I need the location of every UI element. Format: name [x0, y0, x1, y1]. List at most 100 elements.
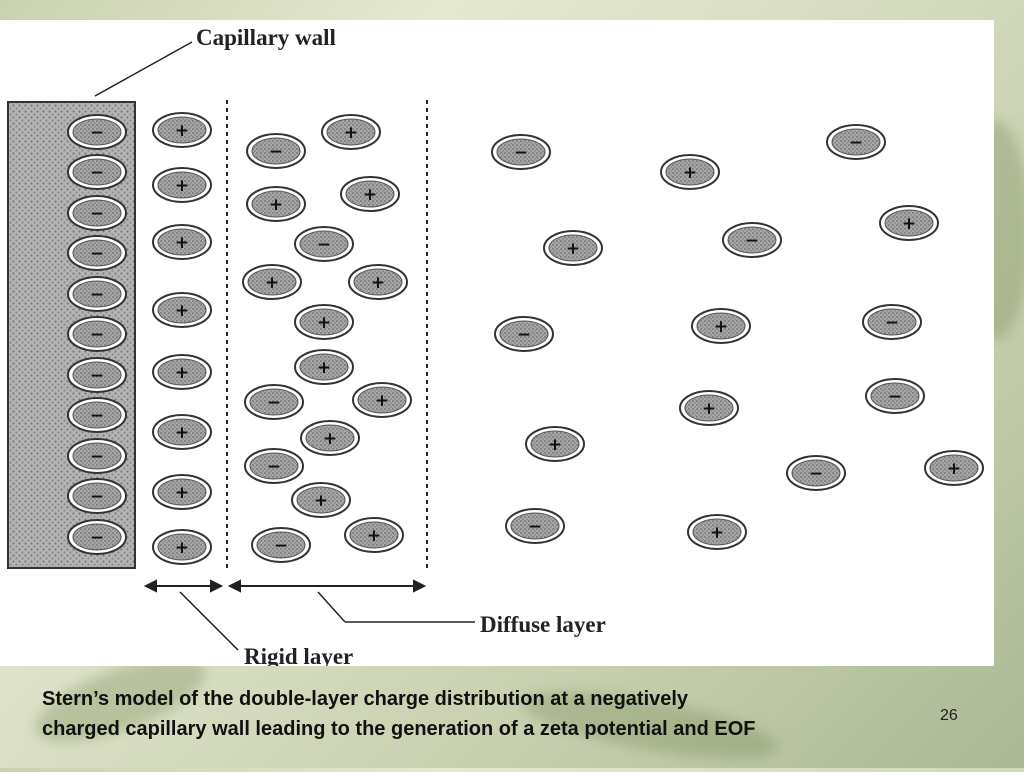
diffuse-layer-ion: − [244, 448, 304, 484]
rigid-layer-ion: + [152, 167, 212, 203]
charge-sign: + [902, 214, 916, 234]
capillary-wall-pointer [94, 41, 193, 97]
charge-sign: − [885, 313, 899, 333]
rigid-layer-ion: + [152, 112, 212, 148]
charge-sign: − [317, 235, 331, 255]
charge-sign: + [175, 423, 189, 443]
charge-sign: + [175, 233, 189, 253]
slide-number: 26 [940, 707, 958, 724]
charge-sign: + [683, 163, 697, 183]
bulk-ion: − [722, 222, 782, 258]
diffuse-layer-ion: + [242, 264, 302, 300]
charge-sign: + [175, 301, 189, 321]
charge-sign: + [566, 239, 580, 259]
charge-sign: + [947, 459, 961, 479]
charge-sign: − [517, 325, 531, 345]
wall-negative-charge: − [67, 276, 127, 312]
caption-line-1: Stern’s model of the double-layer charge… [42, 688, 689, 710]
wall-negative-charge: − [67, 114, 127, 150]
bulk-ion: + [687, 514, 747, 550]
charge-sign: + [344, 123, 358, 143]
charge-sign: + [317, 358, 331, 378]
bulk-ion: − [505, 508, 565, 544]
charge-sign: − [90, 366, 104, 386]
wall-negative-charge: − [67, 357, 127, 393]
rigid-layer-ion: + [152, 414, 212, 450]
charge-sign: − [90, 163, 104, 183]
bulk-ion: + [879, 205, 939, 241]
bulk-ion: − [826, 124, 886, 160]
bulk-ion: − [491, 134, 551, 170]
bulk-ion: − [865, 378, 925, 414]
diffuse-layer-ion: − [251, 527, 311, 563]
charge-sign: − [745, 231, 759, 251]
bulk-ion: + [691, 308, 751, 344]
charge-sign: − [90, 487, 104, 507]
charge-sign: − [809, 464, 823, 484]
charge-sign: + [702, 399, 716, 419]
charge-sign: + [314, 491, 328, 511]
wall-negative-charge: − [67, 519, 127, 555]
charge-sign: + [175, 538, 189, 558]
diffuse-layer-ion: + [300, 420, 360, 456]
charge-sign: − [90, 123, 104, 143]
wall-negative-charge: − [67, 235, 127, 271]
rigid-layer-ion: + [152, 292, 212, 328]
charge-sign: + [175, 121, 189, 141]
diffuse-layer-pointer [317, 591, 346, 623]
charge-sign: − [274, 536, 288, 556]
bulk-ion: + [924, 450, 984, 486]
diffuse-layer-ion: + [348, 264, 408, 300]
bulk-ion: − [862, 304, 922, 340]
capillary-wall-label: Capillary wall [196, 25, 336, 50]
charge-sign: + [363, 185, 377, 205]
charge-sign: + [175, 176, 189, 196]
charge-sign: − [90, 528, 104, 548]
bulk-ion: + [660, 154, 720, 190]
charge-sign: + [317, 313, 331, 333]
rigid-layer-pointer [179, 591, 239, 651]
rigid-layer-ion: + [152, 354, 212, 390]
charge-sign: + [269, 195, 283, 215]
bulk-ion: + [679, 390, 739, 426]
wall-negative-charge: − [67, 478, 127, 514]
charge-sign: − [90, 447, 104, 467]
diffuse-layer-ion: + [246, 186, 306, 222]
charge-sign: + [548, 435, 562, 455]
diffuse-layer-ion: + [321, 114, 381, 150]
charge-sign: + [375, 391, 389, 411]
rigid-layer-ion: + [152, 474, 212, 510]
charge-sign: + [175, 483, 189, 503]
charge-sign: + [265, 273, 279, 293]
diffuse-layer-ion: + [340, 176, 400, 212]
slide-caption: Stern’s model of the double-layer charge… [42, 684, 982, 744]
diffuse-layer-ion: + [294, 304, 354, 340]
diffuse-layer-arrow [227, 579, 427, 593]
rigid-layer-ion: + [152, 529, 212, 565]
charge-sign: − [90, 204, 104, 224]
diagram-canvas: Capillary wall Diffuse layer Rigid layer… [7, 25, 984, 666]
diffuse-layer-ion: + [352, 382, 412, 418]
charge-sign: + [175, 363, 189, 383]
rigid-layer-arrow [143, 579, 224, 593]
charge-sign: − [888, 387, 902, 407]
diffuse-layer-ion: − [244, 384, 304, 420]
charge-sign: + [714, 317, 728, 337]
charge-sign: + [367, 526, 381, 546]
charge-sign: − [528, 517, 542, 537]
diffuse-layer-ion: + [294, 349, 354, 385]
caption-line-2: charged capillary wall leading to the ge… [42, 718, 756, 740]
charge-sign: − [267, 393, 281, 413]
charge-sign: − [849, 133, 863, 153]
bulk-ion: − [786, 455, 846, 491]
charge-sign: − [90, 406, 104, 426]
charge-sign: + [323, 429, 337, 449]
charge-sign: + [710, 523, 724, 543]
wall-negative-charge: − [67, 195, 127, 231]
stern-model-diagram: Capillary wall Diffuse layer Rigid layer… [0, 20, 994, 666]
charge-sign: − [267, 457, 281, 477]
charge-sign: − [514, 143, 528, 163]
wall-negative-charge: − [67, 397, 127, 433]
diffuse-layer-ion: − [294, 226, 354, 262]
wall-negative-charge: − [67, 316, 127, 352]
